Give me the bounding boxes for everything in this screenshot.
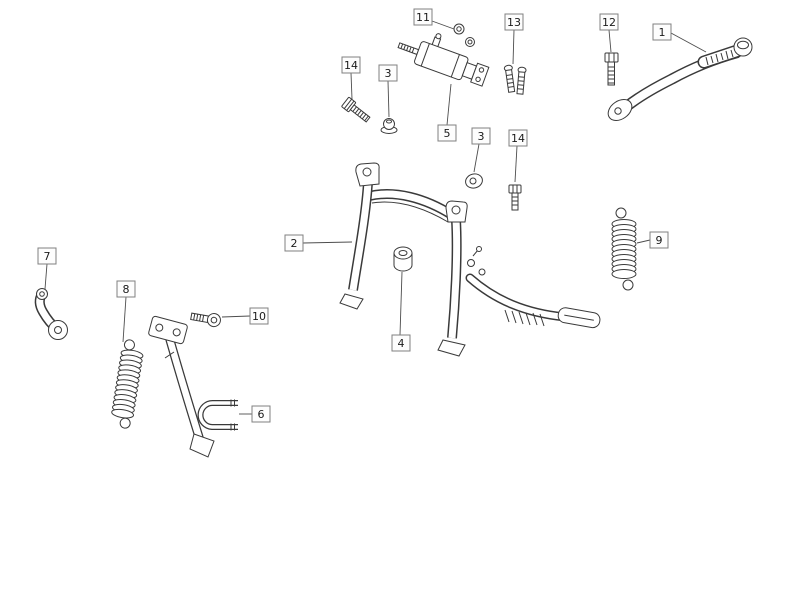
leader-line-10 <box>221 315 251 318</box>
leader-line-11 <box>431 20 455 30</box>
callout-box <box>504 13 524 31</box>
leader-line-3 <box>473 143 480 173</box>
washer-nut-drawing <box>465 173 483 189</box>
flange-bolt-left-drawing <box>341 96 371 123</box>
parts-artwork <box>34 23 753 458</box>
callout-number: 9 <box>656 234 663 247</box>
dome-nut-drawing <box>380 118 398 134</box>
callout-9[interactable]: 9 <box>649 231 669 249</box>
callout-box <box>116 280 136 298</box>
callout-3a[interactable]: 3 <box>378 64 398 82</box>
callout-7[interactable]: 7 <box>37 247 57 265</box>
hex-bolt-drawing <box>604 52 619 86</box>
lever-arm-bracket-drawing <box>34 288 68 340</box>
callout-box <box>413 8 433 26</box>
leader-line-3 <box>387 80 390 118</box>
leader-line-14 <box>514 145 518 183</box>
callout-number: 3 <box>478 130 485 143</box>
stand-lever-drawing <box>465 246 601 329</box>
callout-number: 14 <box>511 132 525 145</box>
callout-number: 6 <box>258 408 265 421</box>
leader-line-2 <box>302 241 353 244</box>
callout-number: 10 <box>252 310 266 323</box>
callout-3b[interactable]: 3 <box>471 127 491 145</box>
callout-5[interactable]: 5 <box>437 124 457 142</box>
callout-12[interactable]: 12 <box>599 13 619 31</box>
leader-line-13 <box>512 29 515 65</box>
leader-line-7 <box>44 263 48 290</box>
leader-line-14 <box>350 72 353 100</box>
leader-line-4 <box>399 271 403 336</box>
callout-box <box>599 13 619 31</box>
callout-number: 12 <box>602 16 616 29</box>
screw-pair-drawing <box>503 64 527 95</box>
callout-8[interactable]: 8 <box>116 280 136 298</box>
leader-line-9 <box>636 239 651 244</box>
leader-line-1 <box>670 32 707 53</box>
cylinder-assembly-drawing <box>397 33 490 87</box>
callout-6[interactable]: 6 <box>251 405 271 423</box>
callout-box <box>649 231 669 249</box>
callout-11[interactable]: 11 <box>413 8 433 26</box>
callout-box <box>341 56 361 74</box>
callout-box <box>437 124 457 142</box>
callout-box <box>652 23 672 41</box>
callout-number: 1 <box>659 26 666 39</box>
callout-1[interactable]: 1 <box>652 23 672 41</box>
return-spring-right-drawing <box>611 207 637 291</box>
callout-box <box>508 129 528 147</box>
callout-10[interactable]: 10 <box>249 307 269 325</box>
u-bolt-drawing <box>197 399 238 431</box>
callout-number: 14 <box>344 59 358 72</box>
leader-line-12 <box>608 29 612 53</box>
small-nut-washer-drawing <box>453 23 475 47</box>
callout-box <box>249 307 269 325</box>
callout-number: 2 <box>291 237 298 250</box>
callout-layer: 11 13 12 1 14 3 5 3 14 9 2 7 8 10 4 6 <box>37 8 707 423</box>
callout-13[interactable]: 13 <box>504 13 524 31</box>
callout-number: 13 <box>507 16 521 29</box>
callout-number: 3 <box>385 67 392 80</box>
callout-box <box>37 247 57 265</box>
side-stand-drawing <box>148 315 215 458</box>
callout-number: 8 <box>123 283 130 296</box>
pivot-bolt-drawing <box>190 312 221 328</box>
leader-line-5 <box>446 83 452 126</box>
kickstart-lever-drawing <box>607 37 753 121</box>
callout-box <box>378 64 398 82</box>
callout-box <box>471 127 491 145</box>
callout-14a[interactable]: 14 <box>341 56 361 74</box>
callout-2[interactable]: 2 <box>284 234 304 252</box>
bushing-drawing <box>393 246 413 272</box>
flange-bolt-right-drawing <box>508 184 522 211</box>
callout-number: 5 <box>444 127 451 140</box>
callout-number: 4 <box>398 337 405 350</box>
callout-box <box>391 334 411 352</box>
center-stand-drawing <box>339 162 468 357</box>
leader-line-8 <box>122 296 127 343</box>
callout-box <box>251 405 271 423</box>
callout-number: 11 <box>416 11 430 24</box>
callout-box <box>284 234 304 252</box>
callout-4[interactable]: 4 <box>391 334 411 352</box>
callout-number: 7 <box>44 250 51 263</box>
side-stand-spring-drawing <box>111 339 144 429</box>
callout-14b[interactable]: 14 <box>508 129 528 147</box>
